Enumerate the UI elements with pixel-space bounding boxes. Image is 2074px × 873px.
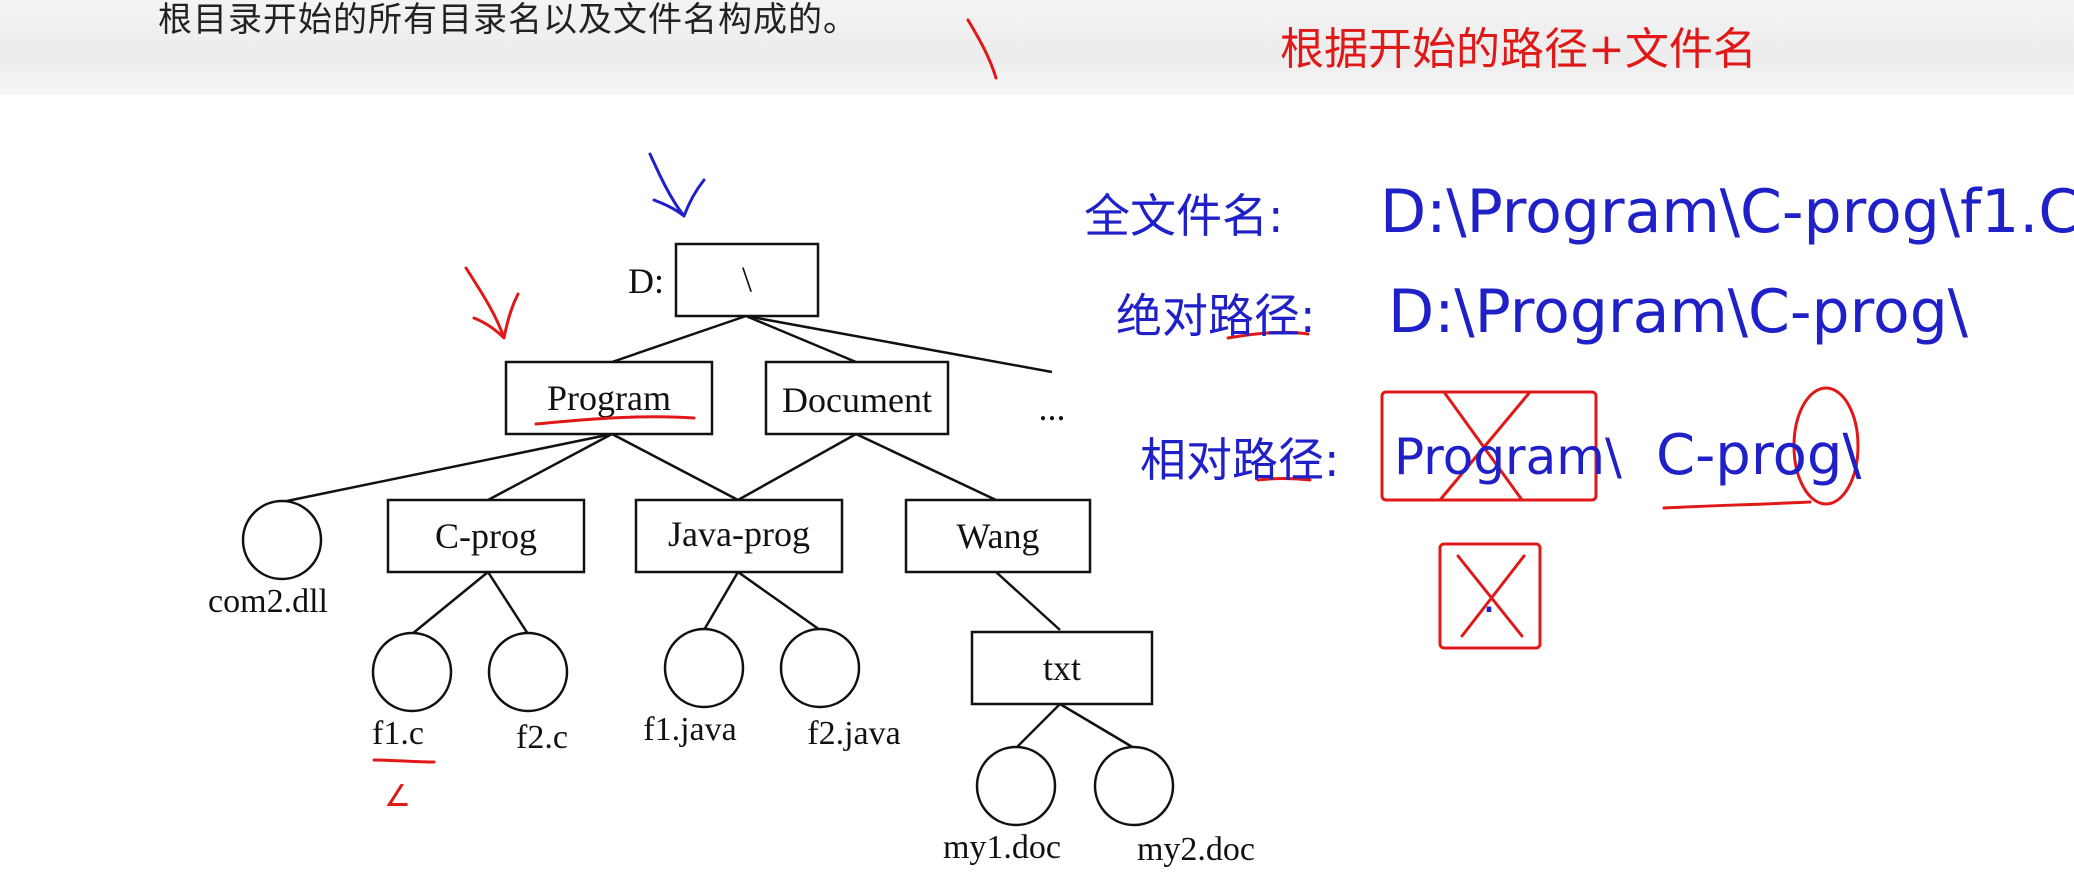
- wang-box: [904, 498, 1092, 574]
- red-slash-mark: [966, 18, 998, 80]
- blue-arrow-root: [648, 152, 706, 218]
- edge-program-javaprog: [611, 432, 739, 502]
- edge-root-program: [611, 314, 747, 364]
- javaprog-box: [634, 498, 844, 574]
- root-label: \: [742, 259, 752, 299]
- red-cross-program: [1438, 390, 1532, 502]
- root-box: [674, 242, 820, 318]
- header-band: 根目录开始的所有目录名以及文件名构成的。: [0, 0, 2074, 95]
- red-note-f1c: ∠: [384, 779, 411, 814]
- edge-txt-my1: [1015, 703, 1061, 749]
- blue-value-abspath: D:\Program\C-prog\: [1388, 277, 1969, 347]
- f1c-file-circle: [371, 631, 453, 713]
- red-underline-program: [534, 415, 696, 426]
- blue-value-rel: C-prog\: [1656, 423, 1861, 488]
- more-label: ...: [1039, 388, 1066, 428]
- red-underline-cprog: [1662, 500, 1812, 510]
- red-underline-abs: [1226, 330, 1310, 340]
- edge-document-wang: [855, 432, 997, 502]
- blue-value-relboxed: Program\: [1394, 428, 1622, 486]
- f2c-file-circle: [487, 631, 569, 713]
- javaprog-label: Java-prog: [668, 514, 810, 554]
- my2-file-circle: [1093, 745, 1175, 827]
- red-arrow-program: [464, 266, 520, 340]
- program-label: Program: [547, 378, 671, 418]
- edge-javaprog-f2: [737, 570, 821, 632]
- f1c-label: f1.c: [372, 715, 424, 752]
- blue-value-fullname: D:\Program\C-prog\f1.C: [1380, 177, 2074, 247]
- header-text: 根目录开始的所有目录名以及文件名构成的。: [158, 0, 858, 40]
- red-box-dot: [1438, 542, 1542, 650]
- program-box: [504, 360, 714, 436]
- edge-document-javaprog: [737, 432, 857, 502]
- blue-label-fullname: 全文件名:: [1084, 189, 1284, 243]
- wang-label: Wang: [956, 516, 1039, 556]
- blue-dot: .: [1482, 572, 1496, 623]
- cprog-box: [386, 498, 586, 574]
- blue-label-relpath: 相对路径:: [1140, 433, 1340, 487]
- edge-program-com2: [281, 432, 613, 504]
- edge-root-document: [745, 314, 857, 364]
- f2java-file-circle: [779, 627, 861, 709]
- txt-box: [970, 630, 1154, 706]
- document-label: Document: [782, 380, 932, 420]
- f1java-file-circle: [663, 627, 745, 709]
- red-cross-dot: [1456, 554, 1526, 638]
- my1-label: my1.doc: [943, 829, 1061, 866]
- f2java-label: f2.java: [807, 715, 900, 752]
- document-box: [764, 360, 950, 436]
- red-note-top: 根据开始的路径+文件名: [1280, 24, 1757, 75]
- my1-file-circle: [975, 745, 1057, 827]
- root-prefix: D:: [628, 261, 664, 301]
- f1java-label: f1.java: [643, 711, 736, 748]
- red-underline-rel: [1256, 477, 1312, 482]
- edge-javaprog-f1: [702, 571, 740, 631]
- edge-wang-txt: [995, 571, 1061, 631]
- tree-edges: [281, 314, 1135, 750]
- com2-label: com2.dll: [208, 583, 328, 620]
- edge-cprog-f2: [486, 571, 530, 635]
- red-underline-f1c: [372, 758, 436, 764]
- my2-label: my2.doc: [1137, 831, 1255, 868]
- blue-label-abspath: 绝对路径:: [1116, 289, 1316, 343]
- edge-txt-my2: [1059, 702, 1135, 750]
- red-box-program: [1380, 390, 1598, 502]
- edge-cprog-f1: [411, 571, 489, 635]
- txt-label: txt: [1043, 648, 1081, 688]
- f2c-label: f2.c: [516, 719, 568, 756]
- red-circle-backslash: [1792, 386, 1860, 506]
- com2-file-circle: [241, 499, 323, 581]
- edge-program-cprog: [487, 432, 613, 502]
- edge-root-more: [745, 314, 1053, 374]
- cprog-label: C-prog: [435, 516, 537, 556]
